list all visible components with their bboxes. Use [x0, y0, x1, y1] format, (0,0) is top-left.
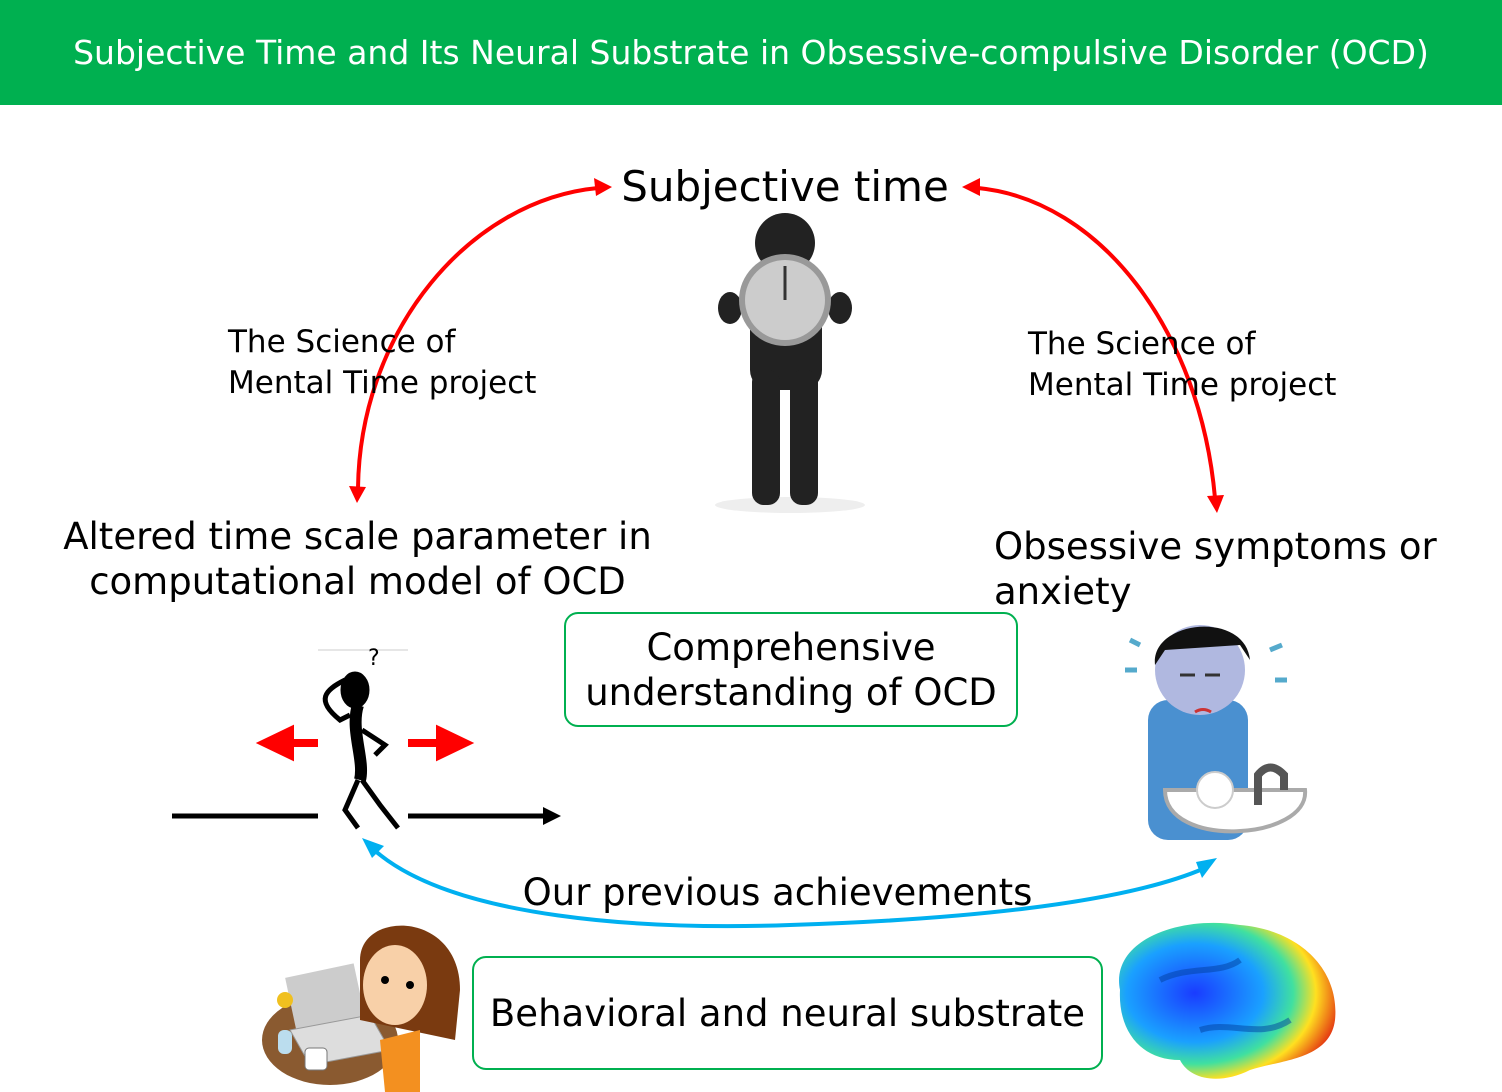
right-project-line2: Mental Time project: [1028, 367, 1337, 403]
clock-figure-icon: [715, 213, 865, 513]
subjective-time-title: Subjective time: [621, 162, 949, 211]
blue-arc-arrow: [370, 846, 1206, 929]
center-box-line2: understanding of OCD: [585, 670, 997, 714]
right-node-line2: anxiety: [994, 570, 1132, 613]
red-arrow-right-head-bottom: [1207, 495, 1224, 513]
red-arrow-right: [977, 186, 1217, 499]
bottom-box-text: Behavioral and neural substrate: [489, 991, 1086, 1035]
left-project-label: The Science of Mental Time project: [228, 322, 536, 404]
right-project-line1: The Science of: [1028, 326, 1256, 362]
red-arrow-right-head-top: [962, 178, 980, 196]
woman-laptop-icon: [262, 925, 460, 1092]
red-arrow-left-head-bottom: [349, 486, 366, 503]
center-box-line1: Comprehensive: [646, 625, 936, 669]
red-arrow-left-head-top: [594, 178, 612, 196]
left-node-label: Altered time scale parameter in computat…: [40, 514, 675, 604]
behavioral-neural-substrate-box: Behavioral and neural substrate: [472, 956, 1103, 1070]
left-project-line2: Mental Time project: [228, 365, 537, 401]
left-project-line1: The Science of: [228, 324, 456, 360]
red-right-arrow-icon: [408, 724, 475, 762]
previous-achievements-label: Our previous achievements: [522, 871, 1033, 914]
header-banner: Subjective Time and Its Neural Substrate…: [0, 0, 1502, 105]
header-title: Subjective Time and Its Neural Substrate…: [73, 33, 1429, 72]
left-node-line2: computational model of OCD: [89, 560, 626, 603]
right-project-label: The Science of Mental Time project: [1028, 324, 1336, 406]
timeline-arrowhead: [543, 807, 561, 825]
anxious-handwashing-person-icon: [1125, 625, 1308, 840]
right-node-label: Obsessive symptoms or anxiety: [994, 524, 1437, 614]
brain-activation-map-icon: [1119, 922, 1336, 1079]
red-left-arrow-icon: [255, 724, 318, 762]
comprehensive-understanding-box: Comprehensive understanding of OCD: [564, 612, 1018, 727]
right-node-line1: Obsessive symptoms or: [994, 525, 1437, 568]
red-arrow-left: [356, 186, 599, 489]
question-mark: ?: [368, 646, 380, 671]
left-node-line1: Altered time scale parameter in: [63, 515, 652, 558]
confused-figure-icon: [322, 671, 400, 830]
